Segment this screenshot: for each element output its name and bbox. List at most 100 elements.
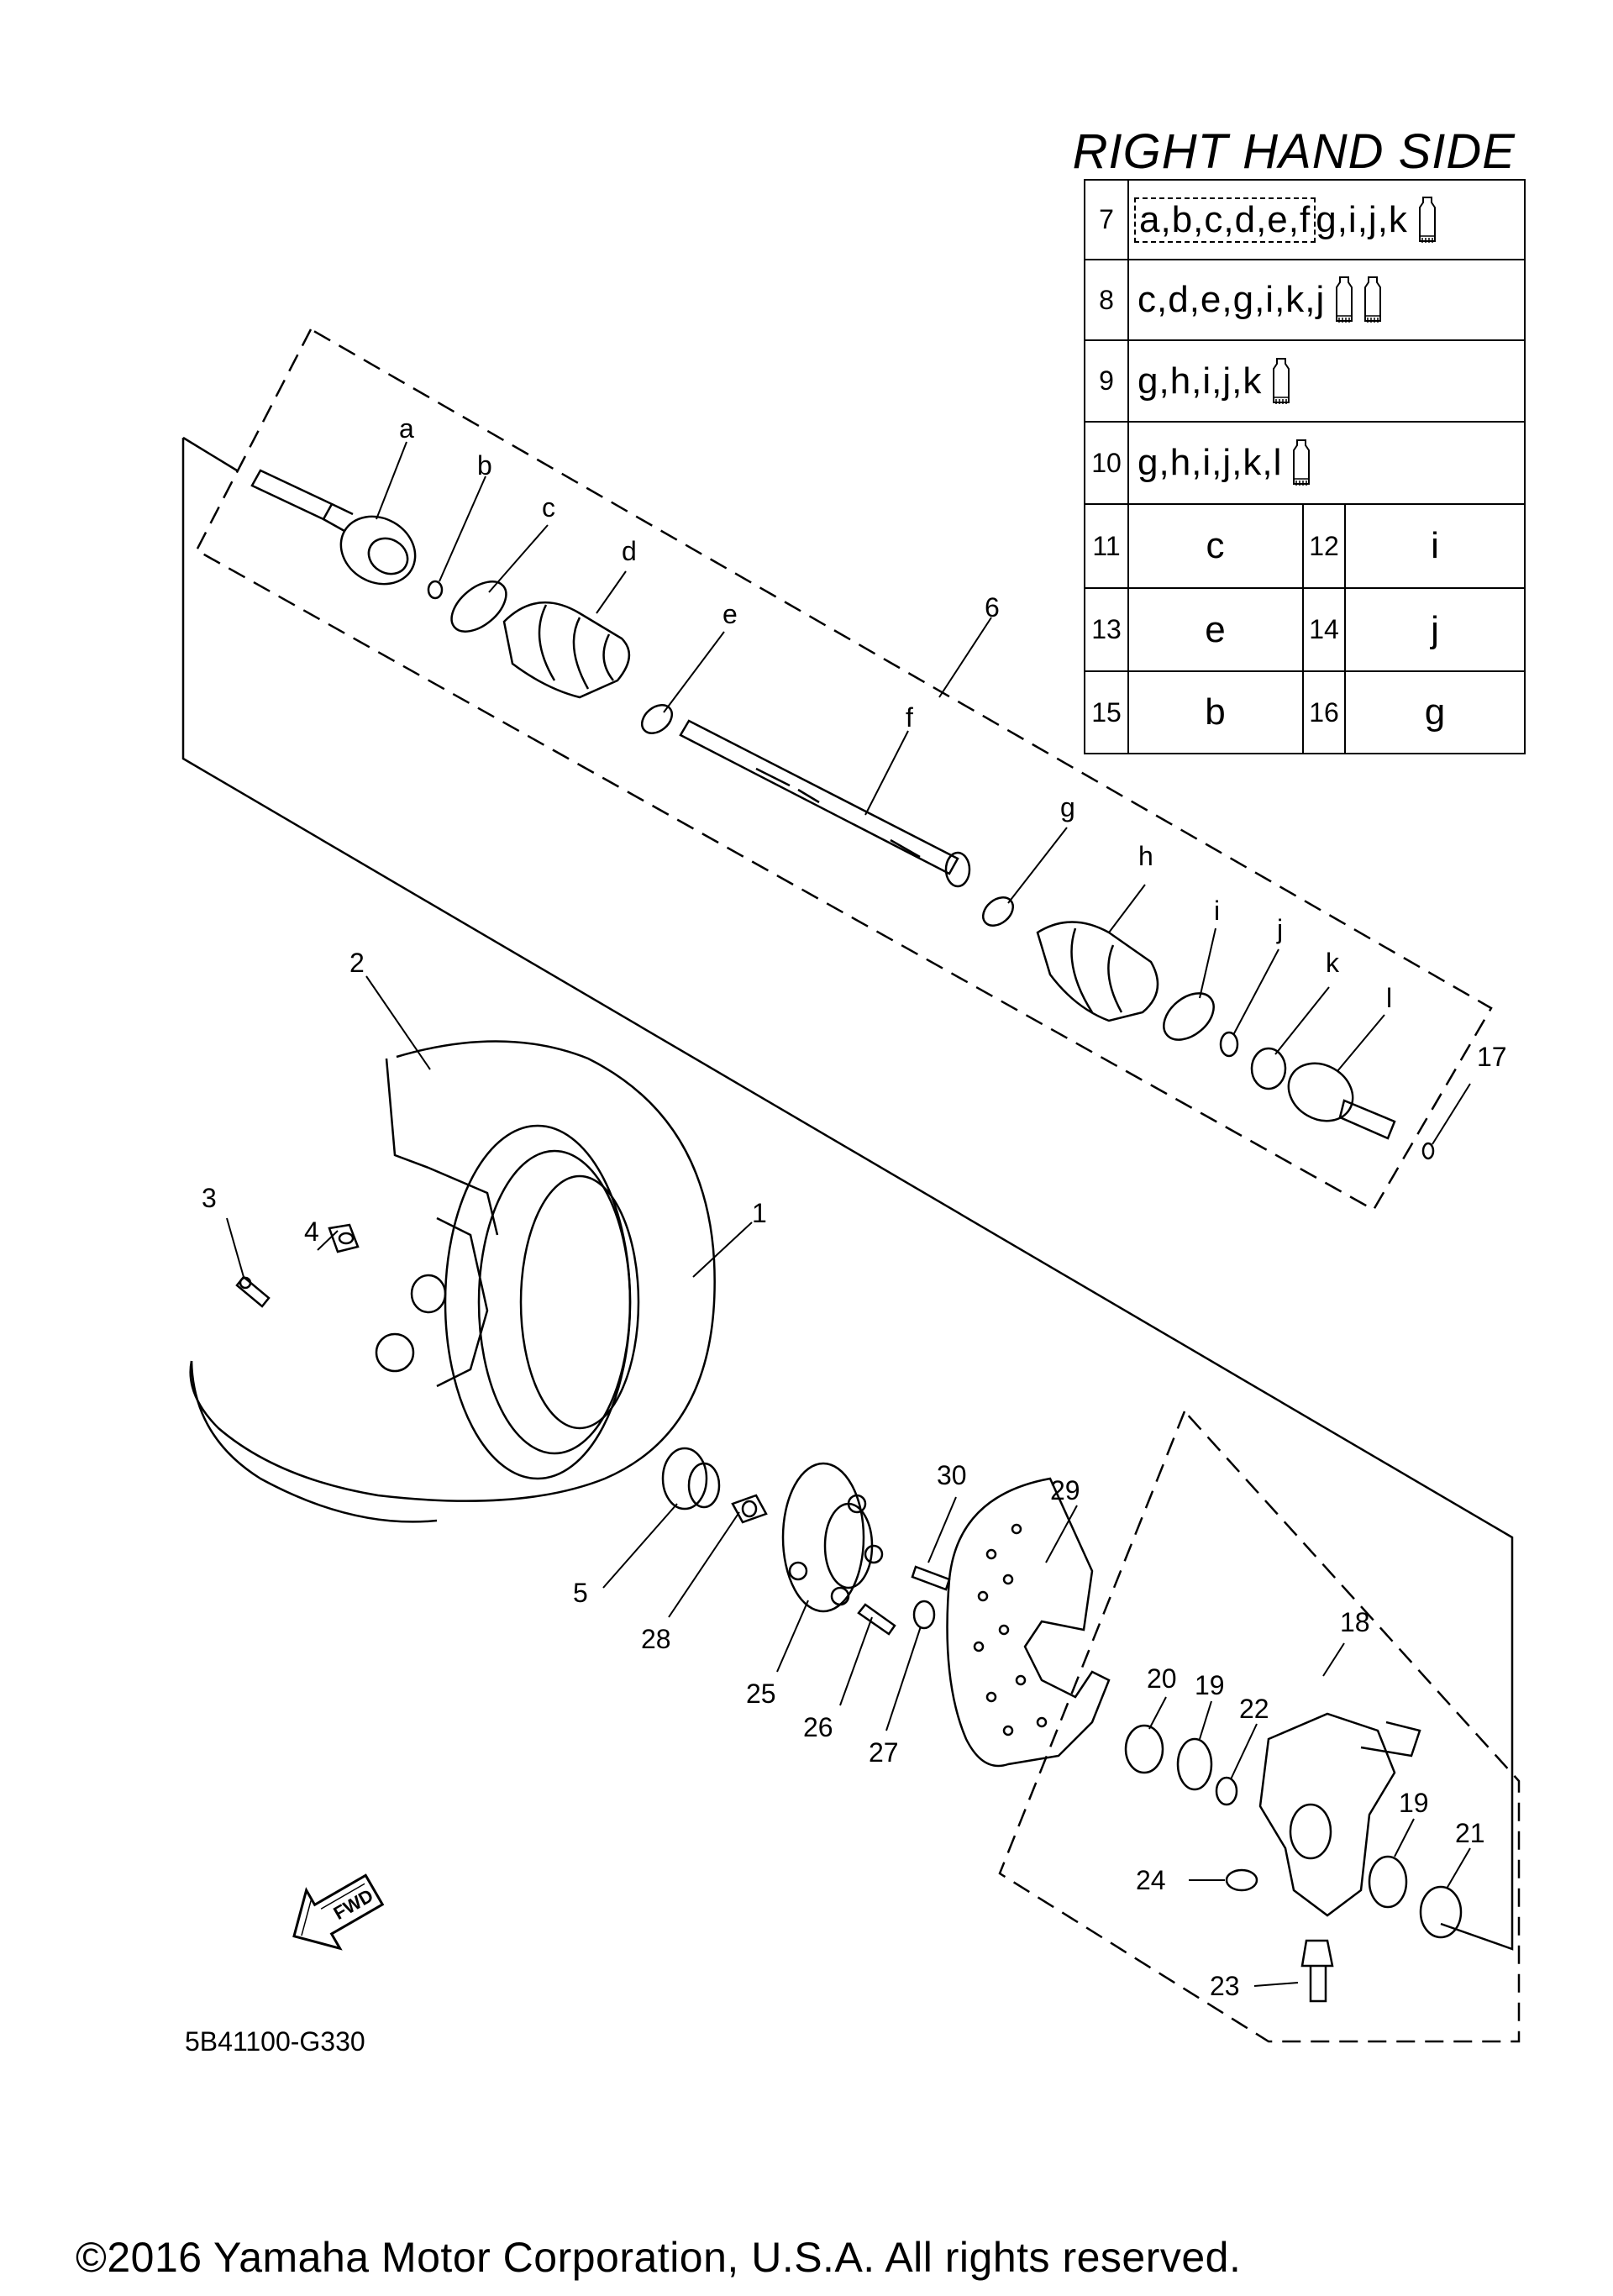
leader-lines [226, 441, 1471, 1987]
part-label-25: 25 [746, 1679, 776, 1709]
boot-h [1036, 921, 1159, 1022]
grease-tube-icon [1293, 439, 1311, 486]
row-letter: c [1206, 525, 1226, 566]
row-letter: b [1205, 691, 1227, 733]
table-row: 7 a,b,c,d,e,f g,i,j,k [1085, 181, 1524, 260]
hub-25 [781, 1462, 884, 1613]
grease-tube-icon [1364, 276, 1382, 323]
fwd-arrow-icon: FWD [292, 1873, 385, 1951]
part-label-3: 3 [202, 1183, 217, 1213]
row-letters: c,d,e,g,i,k,j [1138, 279, 1326, 320]
part-label-30: 30 [937, 1460, 967, 1490]
row-number: 9 [1085, 341, 1129, 421]
part-label-27: 27 [869, 1737, 899, 1768]
bearing-19b [1368, 1855, 1408, 1909]
letter-label-d: d [622, 536, 637, 566]
letter-label-a: a [399, 413, 414, 444]
tire-2 [189, 1040, 716, 1523]
letter-label-h: h [1138, 841, 1153, 871]
part-label-24: 24 [1136, 1865, 1166, 1895]
letter-label-f: f [906, 702, 913, 733]
copyright-notice: ©2016 Yamaha Motor Corporation, U.S.A. A… [76, 2234, 1242, 2281]
part-label-6: 6 [985, 592, 1000, 623]
row-letter: j [1431, 608, 1439, 650]
part-label-28: 28 [641, 1624, 671, 1654]
row-number: 11 [1085, 505, 1129, 587]
nut-4 [328, 1223, 360, 1253]
letter-label-i: i [1214, 896, 1221, 926]
circlip-24 [1225, 1868, 1258, 1892]
row-letters: g,h,i,j,k [1138, 360, 1263, 402]
brake-disc-29 [946, 1477, 1111, 1768]
table-row: 11 c 12 i [1085, 505, 1524, 589]
table-row: 13 e 14 j [1085, 589, 1524, 672]
part-label-18: 18 [1340, 1607, 1370, 1637]
table-row: 10 g,h,i,j,k,l [1085, 423, 1524, 505]
part-label-17: 17 [1477, 1042, 1507, 1072]
row-number: 13 [1085, 589, 1129, 670]
letter-label-b: b [477, 450, 492, 481]
part-label-26: 26 [803, 1712, 833, 1742]
ball-joint-23 [1300, 1939, 1334, 2003]
seal-21 [1419, 1885, 1463, 1939]
bolt-26 [857, 1603, 896, 1636]
part-label-2: 2 [349, 948, 365, 978]
assembly-outline [181, 438, 1514, 1951]
part-label-5: 5 [573, 1578, 588, 1608]
diagram-code: 5B41100-G330 [185, 2026, 365, 2057]
boot-d [502, 601, 630, 699]
letter-label-j: j [1277, 914, 1284, 944]
letter-label-c: c [542, 492, 555, 523]
row-number: 12 [1302, 505, 1346, 587]
part-label-21: 21 [1455, 1818, 1485, 1848]
shaft-assembly-boundary [195, 328, 1493, 1211]
letter-label-e: e [722, 599, 738, 629]
boot-band-e [640, 704, 674, 734]
row-number: 14 [1302, 589, 1346, 670]
nut-28 [731, 1494, 768, 1524]
table-row: 15 b 16 g [1085, 672, 1524, 753]
reference-table: 7 a,b,c,d,e,f g,i,j,k 8 c,d,e,g,i,k,j 9 … [1084, 179, 1526, 754]
clip-17 [1421, 1142, 1435, 1160]
part-label-29: 29 [1050, 1475, 1080, 1505]
clip-j [1219, 1031, 1239, 1058]
letter-label-l: l [1386, 983, 1393, 1013]
row-letters: g,h,i,j,k,l [1138, 442, 1283, 483]
letter-label-k: k [1326, 948, 1339, 978]
bearing-5 [661, 1447, 721, 1511]
o-ring-27 [912, 1600, 936, 1630]
part-label-1: 1 [752, 1198, 767, 1228]
row-number: 8 [1085, 260, 1129, 339]
bearing-19a [1176, 1737, 1213, 1791]
part-label-19: 19 [1399, 1788, 1429, 1818]
part-label-22: 22 [1239, 1694, 1269, 1724]
part-label-20: 20 [1147, 1663, 1177, 1694]
valve-3 [235, 1275, 271, 1308]
cv-joint-outer-l [1287, 1062, 1396, 1140]
row-letter: e [1205, 608, 1227, 650]
ring-k [1250, 1047, 1287, 1090]
letter-label-g: g [1060, 792, 1075, 822]
boxed-letters: a,b,c,d,e,f [1134, 197, 1316, 243]
part-label-23: 23 [1210, 1971, 1240, 2001]
grease-tube-icon [1418, 196, 1436, 243]
wheel-1 [375, 1124, 640, 1480]
table-row: 9 g,h,i,j,k [1085, 341, 1524, 423]
knuckle [1258, 1712, 1421, 1917]
grease-tube-icon [1336, 276, 1353, 323]
grease-tube-icon [1273, 357, 1290, 404]
row-number: 7 [1085, 181, 1129, 259]
clip-b [427, 580, 444, 600]
knuckle-assembly-boundary [998, 1411, 1521, 2043]
bolt-30 [911, 1565, 951, 1591]
row-letter: i [1431, 525, 1439, 566]
part-label-19: 19 [1195, 1670, 1225, 1700]
row-letter: g [1424, 691, 1446, 733]
collar-22 [1215, 1776, 1238, 1806]
row-number: 15 [1085, 672, 1129, 753]
row-letters: g,i,j,k [1316, 198, 1408, 240]
boot-band-c [450, 581, 507, 633]
cv-joint-outer-a [250, 469, 417, 586]
row-number: 10 [1085, 423, 1129, 503]
